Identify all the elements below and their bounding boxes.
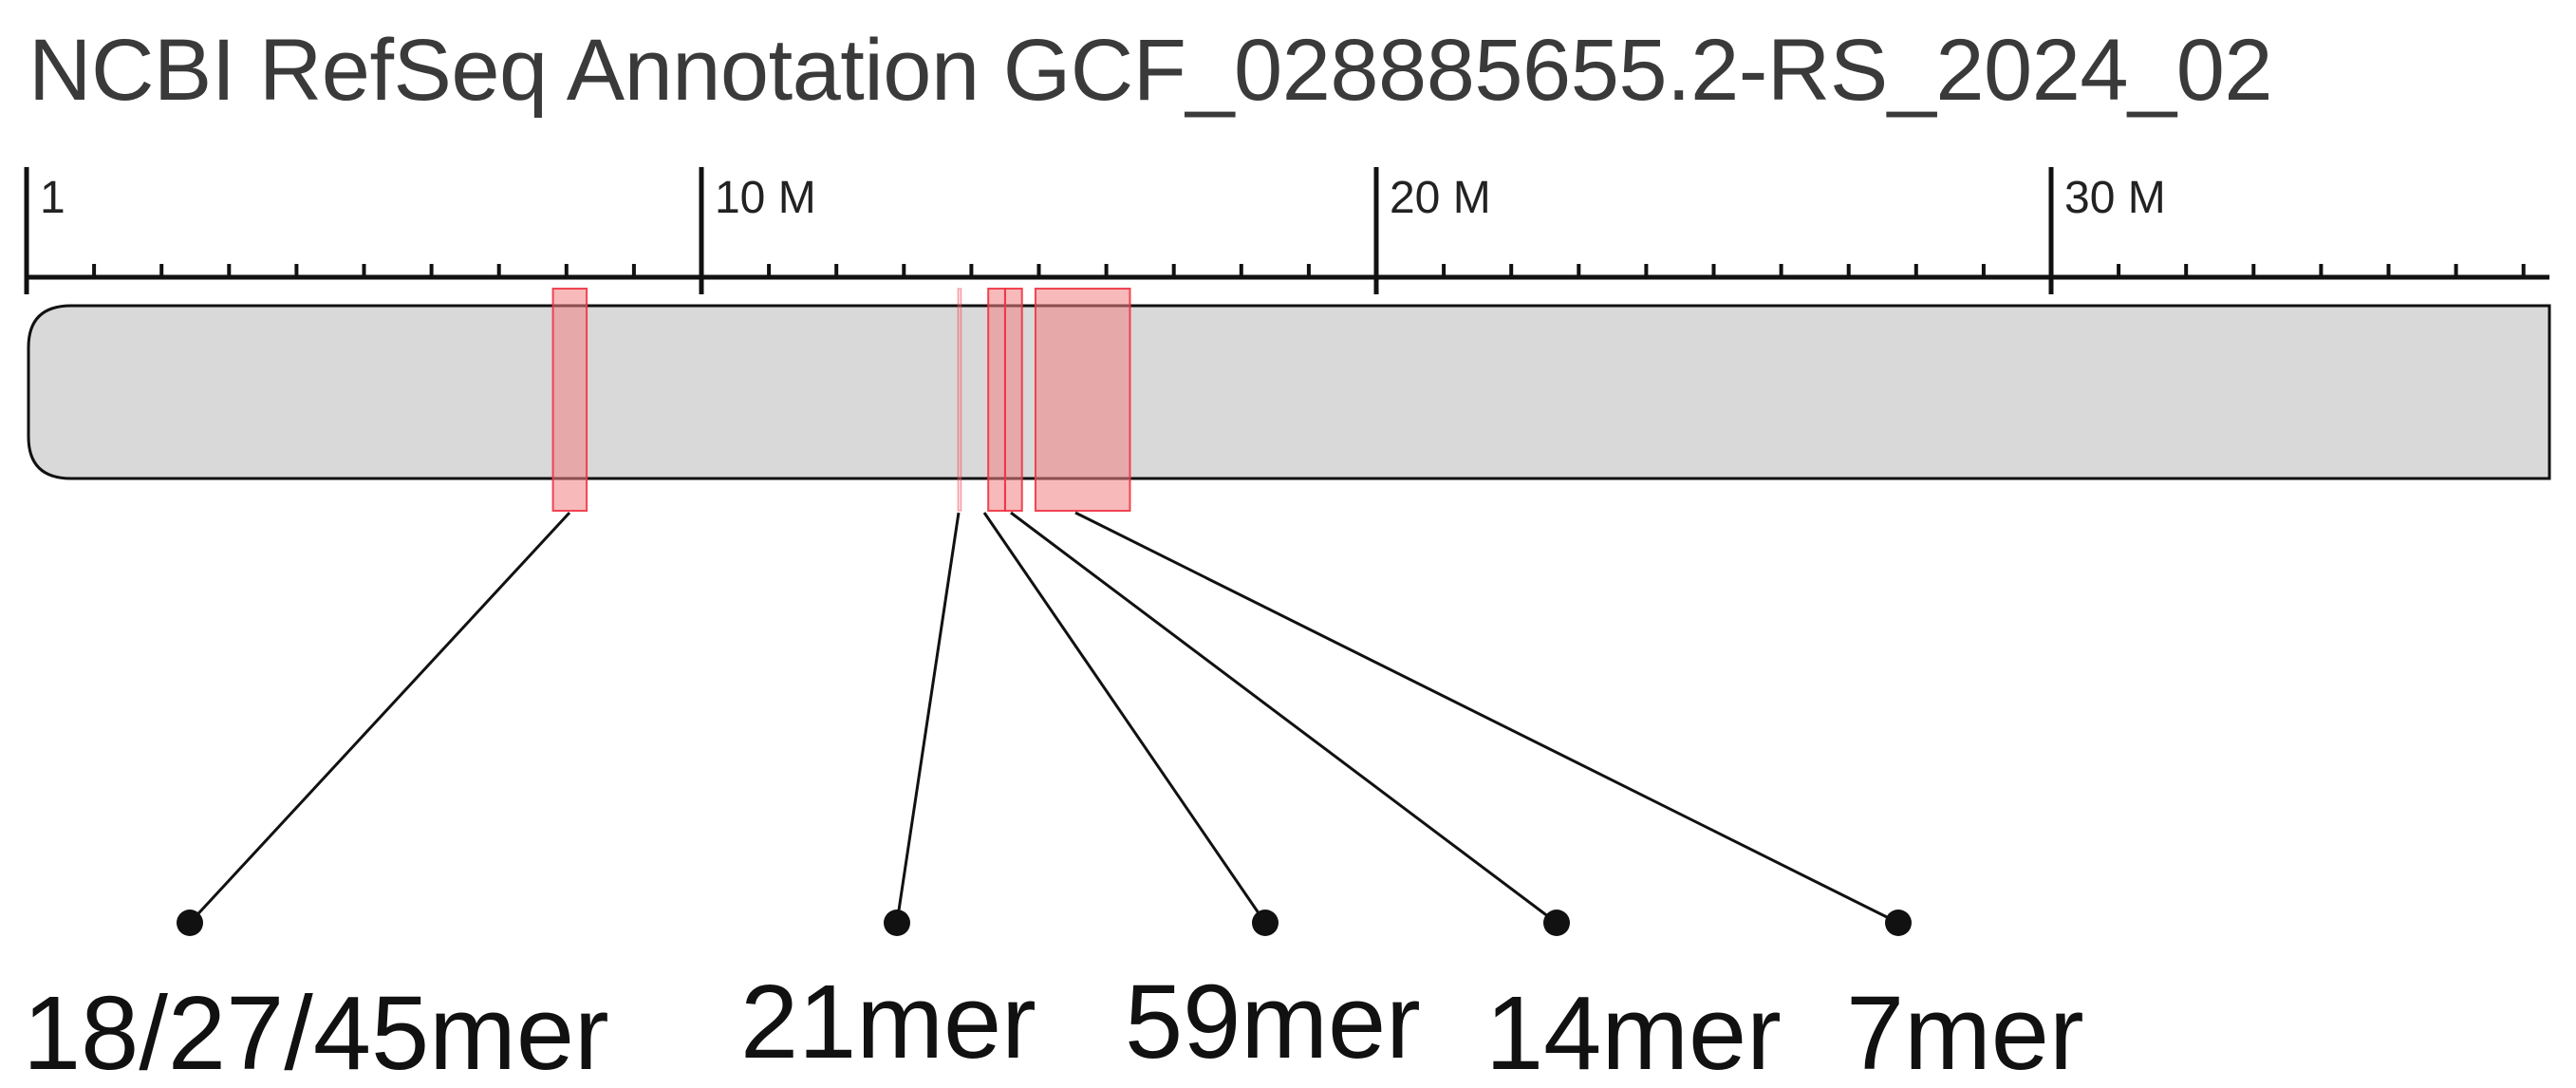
leader-line <box>895 512 961 924</box>
ruler-tick-label: 30 M <box>2064 173 2166 223</box>
position-ruler: 1 10 M 20 M 30 M <box>24 167 2549 294</box>
label-dot <box>177 910 203 936</box>
highlight-region <box>957 288 962 512</box>
label-dot <box>884 910 910 936</box>
ruler-tick-label: 1 <box>40 173 65 223</box>
repeat-label: 7mer <box>1846 975 2084 1088</box>
leader-line <box>1010 511 1558 925</box>
chromosome-bar <box>27 304 2551 480</box>
label-dot <box>1252 910 1279 936</box>
repeat-label: 18/27/45mer <box>23 975 609 1088</box>
highlight-region <box>1034 288 1131 512</box>
label-dot <box>1543 910 1570 936</box>
repeat-label: 59mer <box>1125 964 1421 1080</box>
highlighted-regions <box>551 288 1131 512</box>
highlight-region <box>987 288 1006 512</box>
repeat-label: 14mer <box>1485 975 1782 1088</box>
leader-line <box>1074 511 1899 925</box>
page-title: NCBI RefSeq Annotation GCF_028885655.2-R… <box>28 22 2273 119</box>
repeat-label: 21mer <box>740 964 1036 1080</box>
ruler-tick-label: 20 M <box>1390 173 1491 223</box>
leader-line <box>982 512 1267 924</box>
leader-lines <box>177 511 1912 936</box>
ruler-tick-label: 10 M <box>715 173 816 223</box>
leader-line <box>188 511 571 925</box>
label-dot <box>1885 910 1912 936</box>
highlight-region <box>1003 288 1023 512</box>
highlight-region <box>551 288 588 512</box>
repeat-labels: 18/27/45mer 21mer 59mer 14mer 7mer <box>23 964 2084 1088</box>
